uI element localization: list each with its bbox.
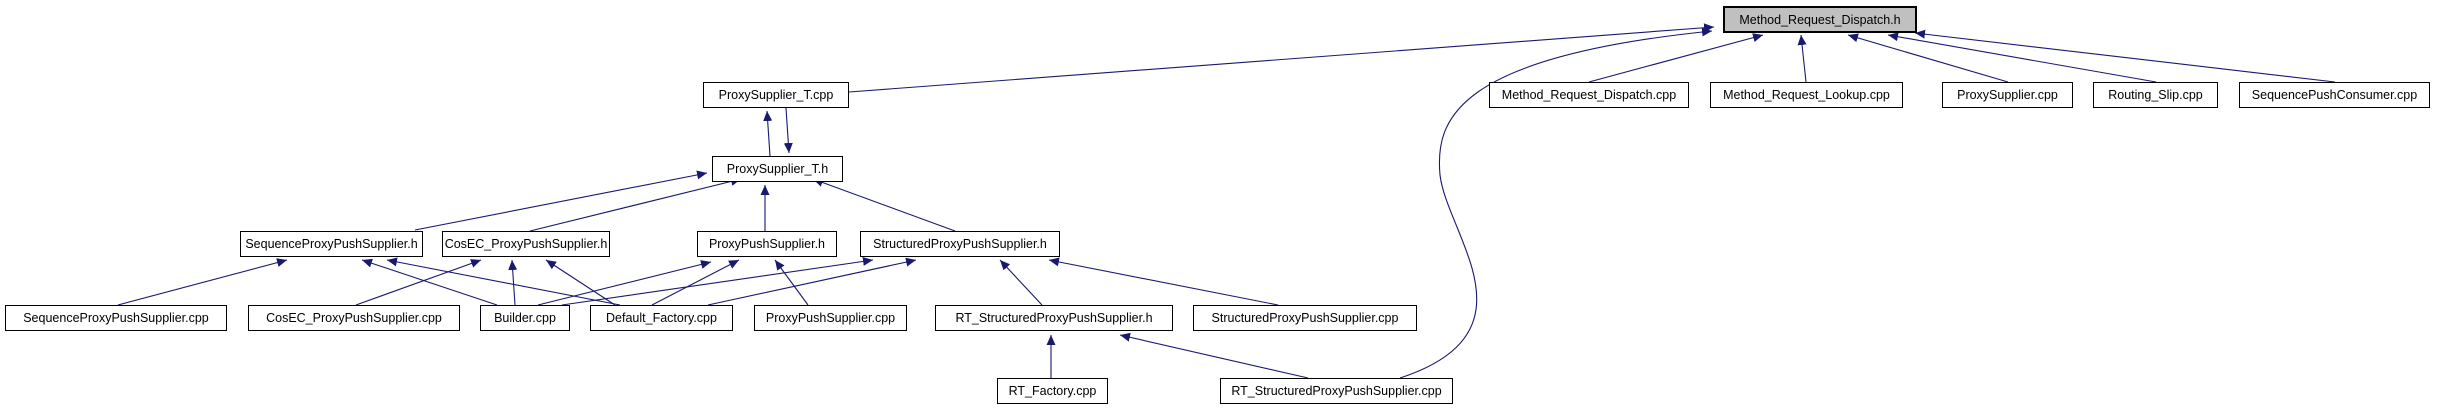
edge-proxy-push-supplier-cpp-to-proxy-push-supplier-h (774, 259, 809, 306)
edge-builder-cpp-to-structured-proxy-push-supplier-h (561, 256, 874, 306)
edge-builder-cpp-to-cosec-proxy-push-supplier-h (508, 259, 518, 306)
node-proxy-supplier-t-cpp[interactable]: ProxySupplier_T.cpp (703, 82, 849, 108)
edge-proxy-supplier-t-cpp-to-method-request-dispatch-h (848, 23, 1715, 93)
node-method-request-dispatch-h: Method_Request_Dispatch.h (1723, 6, 1917, 33)
node-structured-proxy-push-supplier-cpp[interactable]: StructuredProxyPushSupplier.cpp (1193, 305, 1417, 331)
node-rt-factory-cpp[interactable]: RT_Factory.cpp (997, 378, 1108, 404)
node-routing-slip-cpp[interactable]: Routing_Slip.cpp (2093, 82, 2218, 108)
edge-proxy-supplier-t-h-to-proxy-supplier-t-cpp (763, 110, 773, 157)
edge-proxy-supplier-t-cpp-to-proxy-supplier-t-h (783, 107, 793, 154)
node-sequence-proxy-push-supplier-cpp[interactable]: SequenceProxyPushSupplier.cpp (5, 305, 227, 331)
edge-default-factory-cpp-to-proxy-push-supplier-h (651, 259, 740, 306)
edge-sequence-proxy-push-supplier-cpp-to-sequence-proxy-push-supplier-h (117, 258, 288, 306)
node-proxy-push-supplier-h[interactable]: ProxyPushSupplier.h (697, 231, 837, 257)
edge-routing-slip-cpp-to-method-request-dispatch-h (1887, 32, 2157, 83)
node-cosec-proxy-push-supplier-cpp[interactable]: CosEC_ProxyPushSupplier.cpp (248, 305, 460, 331)
edge-default-factory-cpp-to-structured-proxy-push-supplier-h (707, 257, 917, 306)
node-rt-structured-proxy-push-supplier-cpp[interactable]: RT_StructuredProxyPushSupplier.cpp (1220, 378, 1453, 404)
edge-builder-cpp-to-proxy-push-supplier-h (537, 260, 712, 306)
edge-structured-proxy-push-supplier-h-to-proxy-supplier-t-h (812, 178, 956, 232)
node-sequence-push-consumer-cpp[interactable]: SequencePushConsumer.cpp (2239, 82, 2430, 108)
edge-method-request-lookup-cpp-to-method-request-dispatch-h (1797, 34, 1807, 83)
node-cosec-proxy-push-supplier-h[interactable]: CosEC_ProxyPushSupplier.h (442, 231, 610, 257)
edge-default-factory-cpp-to-sequence-proxy-push-supplier-h (386, 257, 621, 306)
edge-cosec-proxy-push-supplier-cpp-to-cosec-proxy-push-supplier-h (355, 259, 482, 306)
edge-cosec-proxy-push-supplier-h-to-proxy-supplier-t-h (529, 177, 742, 232)
edge-sequence-proxy-push-supplier-h-to-proxy-supplier-t-h (414, 170, 708, 231)
node-method-request-lookup-cpp[interactable]: Method_Request_Lookup.cpp (1710, 82, 1903, 108)
node-rt-structured-proxy-push-supplier-h[interactable]: RT_StructuredProxyPushSupplier.h (935, 305, 1173, 331)
edge-proxy-supplier-cpp-to-method-request-dispatch-h (1847, 33, 2009, 83)
node-proxy-supplier-cpp[interactable]: ProxySupplier.cpp (1942, 82, 2073, 108)
node-structured-proxy-push-supplier-h[interactable]: StructuredProxyPushSupplier.h (860, 231, 1060, 257)
edge-builder-cpp-to-sequence-proxy-push-supplier-h (361, 258, 498, 306)
edge-method-request-dispatch-cpp-to-method-request-dispatch-h (1588, 33, 1764, 83)
node-proxy-push-supplier-cpp[interactable]: ProxyPushSupplier.cpp (754, 305, 907, 331)
node-method-request-dispatch-cpp[interactable]: Method_Request_Dispatch.cpp (1489, 82, 1689, 108)
edge-rt-structured-proxy-push-supplier-cpp-to-rt-structured-proxy-push-supplier-h (1119, 332, 1309, 379)
edge-rt-structured-proxy-push-supplier-h-to-structured-proxy-push-supplier-h (999, 259, 1043, 306)
edge-sequence-push-consumer-cpp-to-method-request-dispatch-h (1914, 29, 2336, 83)
edge-default-factory-cpp-to-cosec-proxy-push-supplier-h (545, 259, 616, 306)
node-sequence-proxy-push-supplier-h[interactable]: SequenceProxyPushSupplier.h (240, 231, 423, 257)
node-proxy-supplier-t-h[interactable]: ProxySupplier_T.h (712, 156, 843, 182)
edge-rt-structured-proxy-push-supplier-cpp-to-method-request-dispatch-h (1399, 27, 1713, 379)
node-default-factory-cpp[interactable]: Default_Factory.cpp (590, 305, 733, 331)
node-builder-cpp[interactable]: Builder.cpp (480, 305, 570, 331)
edge-structured-proxy-push-supplier-cpp-to-structured-proxy-push-supplier-h (1048, 257, 1279, 306)
